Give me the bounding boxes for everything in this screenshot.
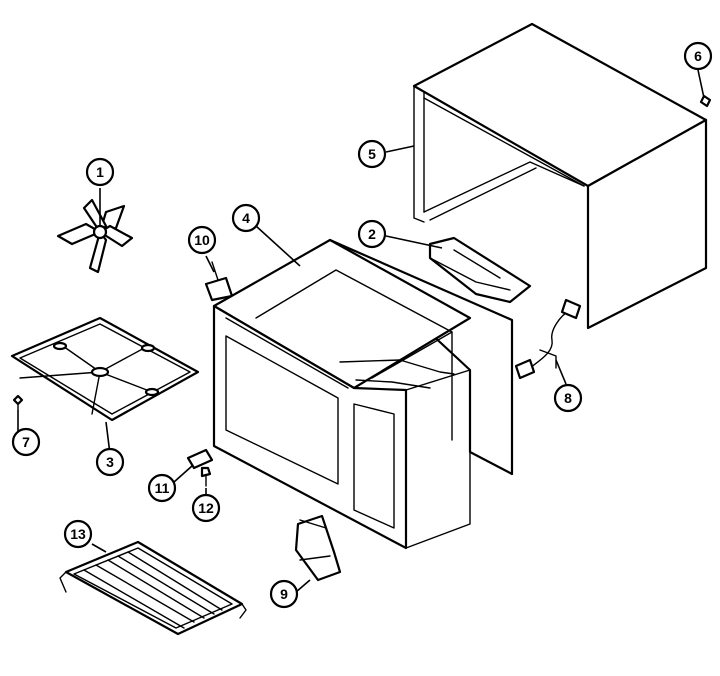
callout-1: 1 <box>85 157 115 187</box>
callout-10: 10 <box>187 225 217 255</box>
switch-assembly-part <box>294 514 342 582</box>
callout-9: 9 <box>269 579 299 609</box>
leader-4 <box>255 225 301 267</box>
leader-11 <box>173 465 193 483</box>
screw-part-6 <box>699 94 712 108</box>
leader-5 <box>385 145 415 153</box>
screw-part-7 <box>12 394 24 411</box>
hinge-bracket-part <box>204 261 234 302</box>
callout-4: 4 <box>231 203 261 233</box>
leader-9 <box>295 579 311 593</box>
power-cord-part <box>514 298 582 380</box>
cabinet-wrapper-part <box>412 22 708 330</box>
callout-1-label: 1 <box>96 164 104 180</box>
screw-part-12 <box>200 466 212 487</box>
callout-2-label: 2 <box>368 226 376 242</box>
callout-12: 12 <box>191 493 221 523</box>
callout-6-label: 6 <box>694 48 702 64</box>
callout-11-label: 11 <box>155 480 170 496</box>
oven-cavity-part <box>212 238 514 550</box>
callout-4-label: 4 <box>242 210 250 226</box>
callout-7-label: 7 <box>22 434 30 450</box>
callout-3-label: 3 <box>106 454 114 470</box>
support-plate-part <box>10 316 200 422</box>
callout-5: 5 <box>357 139 387 169</box>
callout-8: 8 <box>553 383 583 413</box>
waveguide-part <box>428 236 532 304</box>
leader-2 <box>385 235 443 249</box>
leader-8 <box>555 359 567 385</box>
latch-part <box>186 448 214 470</box>
callout-3: 3 <box>95 447 125 477</box>
oven-rack-part <box>59 540 247 636</box>
callout-11: 11 <box>147 473 177 503</box>
leader-13 <box>91 543 107 553</box>
callout-10-label: 10 <box>194 232 210 248</box>
callout-13-label: 13 <box>70 526 86 542</box>
leader-10 <box>205 255 215 273</box>
leader-lines <box>17 69 705 593</box>
callout-12-label: 12 <box>198 500 214 516</box>
callout-8-label: 8 <box>564 390 572 406</box>
callout-2: 2 <box>357 219 387 249</box>
callout-13: 13 <box>63 519 93 549</box>
callout-7: 7 <box>11 427 41 457</box>
callout-5-label: 5 <box>368 146 376 162</box>
leader-6 <box>697 69 705 99</box>
fan-blade-part <box>56 198 134 274</box>
callout-6: 6 <box>683 41 713 71</box>
callout-9-label: 9 <box>280 586 288 602</box>
